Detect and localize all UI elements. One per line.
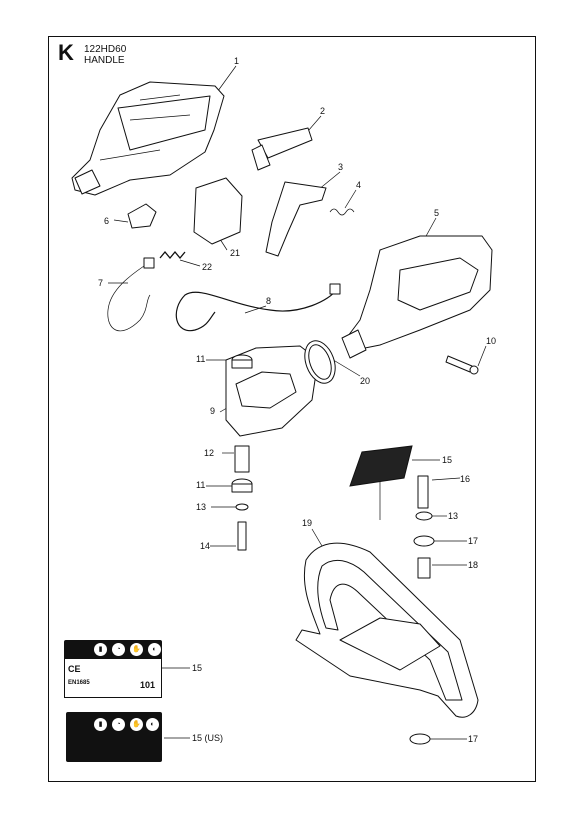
part-13-washer-left bbox=[235, 503, 249, 511]
part-2-throttle-trigger bbox=[251, 127, 313, 171]
callout-15-pad: 15 bbox=[442, 455, 453, 465]
callout-6: 6 bbox=[104, 216, 110, 226]
part-4-spring bbox=[329, 208, 355, 216]
part-5-rear-handle bbox=[341, 235, 493, 359]
part-21-cover bbox=[193, 177, 243, 245]
part-18-spacer bbox=[417, 557, 431, 579]
callout-16: 16 bbox=[460, 474, 471, 484]
part-12-spacer bbox=[234, 445, 250, 473]
part-16-bolt bbox=[417, 475, 429, 509]
callout-22: 22 bbox=[202, 262, 213, 272]
callout-17-upper: 17 bbox=[468, 536, 479, 546]
part-11-bushing-lower bbox=[231, 478, 253, 493]
part-19-front-handle bbox=[295, 542, 479, 718]
callout-18: 18 bbox=[468, 560, 479, 570]
part-10-screw bbox=[445, 355, 479, 375]
part-7-wiring bbox=[107, 257, 155, 332]
callout-9: 9 bbox=[210, 406, 216, 416]
callout-3: 3 bbox=[338, 162, 344, 172]
callout-8: 8 bbox=[266, 296, 272, 306]
noise-level-mark: 101 bbox=[140, 680, 156, 690]
gloves-icon: ✋ bbox=[130, 643, 143, 656]
part-17-bushing-upper bbox=[413, 535, 435, 547]
callout-1: 1 bbox=[234, 56, 240, 66]
part-14-bolt bbox=[237, 521, 247, 551]
boots-icon: ◐ bbox=[146, 718, 159, 731]
part-22-spring bbox=[159, 250, 186, 260]
part-11-bushing-upper bbox=[231, 354, 253, 369]
part-8-throttle-cable bbox=[175, 283, 341, 332]
callout-5: 5 bbox=[434, 208, 440, 218]
book-icon: ▮ bbox=[94, 643, 107, 656]
gloves-icon: ✋ bbox=[130, 718, 143, 731]
diagram-title: 122HD60 HANDLE bbox=[84, 44, 126, 66]
helmet-icon: ◔ bbox=[112, 643, 125, 656]
callout-10: 10 bbox=[486, 336, 497, 346]
callout-14: 14 bbox=[200, 541, 211, 551]
callout-12: 12 bbox=[204, 448, 215, 458]
callout-2: 2 bbox=[320, 106, 326, 116]
book-icon: ▮ bbox=[94, 718, 107, 731]
section-subtitle: HANDLE bbox=[84, 55, 125, 66]
standard-mark: EN1685 bbox=[68, 680, 90, 686]
decal-eu-white-panel bbox=[64, 658, 162, 698]
helmet-icon: ◔ bbox=[112, 718, 125, 731]
callout-15-us-decal: 15 (US) bbox=[192, 733, 224, 743]
part-1-engine-housing bbox=[71, 81, 225, 196]
callout-13-right: 13 bbox=[448, 511, 459, 521]
boots-icon: ◐ bbox=[148, 643, 161, 656]
callout-13-left: 13 bbox=[196, 502, 207, 512]
model-number: 122HD60 bbox=[84, 44, 127, 55]
callout-15-eu-decal: 15 bbox=[192, 663, 203, 673]
part-13-washer-right bbox=[415, 511, 433, 521]
decal-eu: ▮ ◔ ✋ ◐ CE EN1685 101 bbox=[64, 640, 162, 698]
ce-mark: CE bbox=[68, 664, 81, 674]
callout-17-lower: 17 bbox=[468, 734, 479, 744]
callout-19: 19 bbox=[302, 518, 313, 528]
part-6-switch bbox=[127, 203, 157, 229]
callout-7: 7 bbox=[98, 278, 104, 288]
callout-20: 20 bbox=[360, 376, 371, 386]
part-15-decal-pad bbox=[349, 445, 413, 487]
part-20-o-ring bbox=[304, 340, 336, 384]
diagram-frame bbox=[48, 36, 536, 782]
section-letter: K bbox=[58, 40, 74, 65]
callout-11-upper: 11 bbox=[196, 354, 206, 364]
callout-21: 21 bbox=[230, 248, 241, 258]
callout-11-lower: 11 bbox=[196, 480, 206, 490]
decal-us: ▮ ◔ ✋ ◐ bbox=[66, 712, 162, 762]
callout-4: 4 bbox=[356, 180, 362, 190]
part-3-trigger-lever bbox=[265, 181, 327, 257]
part-17-bushing-lower bbox=[409, 733, 431, 745]
